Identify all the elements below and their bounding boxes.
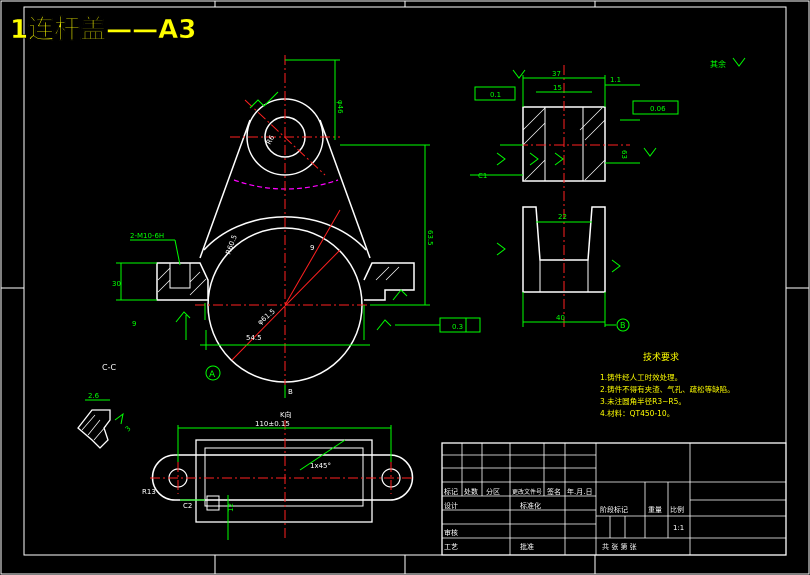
dim-r-w: 9 xyxy=(310,244,314,252)
side-view: B 37 15 1.1 0.06 0.1 22 40 63 C1 其余 xyxy=(470,57,746,332)
bottom-view: K向 110±0.15 1x45° R13 C2 12 xyxy=(142,410,415,540)
dim-cc-26: 2.6 xyxy=(88,392,100,400)
dim-bottom-len: 110±0.15 xyxy=(255,420,290,428)
dim-cc-3: 3 xyxy=(124,425,133,434)
sheet-inner-frame xyxy=(23,6,787,556)
tb-design: 设计 xyxy=(444,501,458,510)
side-dimension-lines xyxy=(470,75,640,327)
side-tolerance-frame-2 xyxy=(632,100,679,115)
dim-r-15: 15 xyxy=(553,84,562,92)
tb-review: 审核 xyxy=(444,528,458,537)
finish-note: 其余 xyxy=(710,59,726,69)
bottom-outline xyxy=(151,454,414,501)
dim-r-22: 22 xyxy=(558,213,567,221)
body-right-edge xyxy=(319,119,371,259)
bottom-centerlines xyxy=(150,420,415,540)
dim-r-0-06: 0.06 xyxy=(650,105,666,113)
datum-a-label: A xyxy=(209,370,216,380)
front-tolerance-frame xyxy=(439,317,481,333)
tb-sheets: 共 张 第 张 xyxy=(602,542,637,551)
tb-stage: 阶段标记 xyxy=(600,505,628,514)
front-dimension-lines xyxy=(116,59,440,398)
bottom-inner-box xyxy=(195,439,373,523)
title-block-frame xyxy=(441,442,787,556)
cc-section: C-C 2.6 3 xyxy=(77,363,133,449)
datum-a-circle xyxy=(205,365,221,381)
tb-date: 年.月.日 xyxy=(567,487,592,496)
datum-b-circle xyxy=(616,318,630,332)
body-left-edge xyxy=(199,119,251,259)
dim-r-37: 37 xyxy=(552,70,561,78)
dim-front-k: B xyxy=(288,388,293,396)
tb-standard: 标准化 xyxy=(520,501,541,510)
side-hatch xyxy=(522,107,606,181)
notes-item-4: 4.材料：QT450-10。 xyxy=(600,408,674,418)
left-flange-hatch xyxy=(157,267,207,296)
side-tolerance-frame-1 xyxy=(474,86,516,101)
tb-approve: 批准 xyxy=(520,542,534,551)
left-flange xyxy=(156,262,209,301)
tb-process: 工艺 xyxy=(444,543,458,551)
cc-hatch xyxy=(81,414,107,441)
dim-side-30: 30 xyxy=(112,280,121,288)
dim-bottom-k: K向 xyxy=(280,410,292,419)
cc-dims xyxy=(85,399,124,425)
title-block-grid xyxy=(442,443,786,555)
dim-d-12: 12 xyxy=(227,503,235,512)
bottom-dimension-lines xyxy=(177,425,392,540)
front-finish-symbols xyxy=(175,91,408,331)
dim-c2: C2 xyxy=(183,502,192,510)
dim-r-bottom: 40 xyxy=(556,314,565,322)
reference-arc xyxy=(233,179,339,190)
dim-bore-left: 54.5 xyxy=(246,334,262,342)
side-centerlines xyxy=(500,65,630,330)
right-flange-hatch xyxy=(375,266,400,281)
tb-scale-value: 1:1 xyxy=(673,524,684,532)
datum-b-label: B xyxy=(620,321,626,330)
tech-notes: 技术要求 1.铸件经人工时效处理。 2.铸件不得有夹渣、气孔、疏松等缺陷。 3.… xyxy=(600,351,735,418)
dim-bottom-r: R13 xyxy=(142,488,156,496)
notes-heading: 技术要求 xyxy=(643,351,679,363)
tb-mark: 标记 xyxy=(444,487,458,496)
front-view: A 30 2-M10-6H 63.5 φ46 R60.5 φ61.5 54.5 … xyxy=(112,55,481,398)
drawing-title: 1连杆盖——A3 xyxy=(10,14,196,45)
r60-dim-line xyxy=(284,209,341,306)
tb-weight: 重量 xyxy=(648,506,662,514)
section-cc-label: C-C xyxy=(102,363,116,372)
body-upper-arc xyxy=(203,216,367,251)
dim-top: φ46 xyxy=(336,100,344,114)
tb-count: 处数 xyxy=(464,487,478,496)
dim-r-0-1: 0.1 xyxy=(490,91,501,99)
dim-side-9: 9 xyxy=(132,320,136,328)
tb-change: 更改文件号 xyxy=(512,488,542,496)
notes-item-2: 2.铸件不得有夹渣、气孔、疏松等缺陷。 xyxy=(600,384,735,394)
notes-item-1: 1.铸件经人工时效处理。 xyxy=(600,372,682,382)
tb-zone: 分区 xyxy=(486,487,500,496)
dim-front-0-3: 0.3 xyxy=(452,323,463,331)
dim-height-total: 63.5 xyxy=(426,230,434,246)
title-block: 标记 处数 分区 更改文件号 签名 年.月.日 设计 标准化 阶段标记 重量 比… xyxy=(441,442,787,556)
dim-c1: C1 xyxy=(478,172,487,180)
dim-hole-callout: 2-M10-6H xyxy=(130,232,164,240)
dim-bottom-1: 1x45° xyxy=(310,462,331,470)
tb-scale-label: 比例 xyxy=(670,505,684,514)
bottom-inner-slot xyxy=(204,447,364,507)
side-finish-symbols xyxy=(496,57,746,273)
tb-sign: 签名 xyxy=(547,487,561,496)
dim-top-r6: R6 xyxy=(265,133,277,146)
dim-r-1-1: 1.1 xyxy=(610,76,621,84)
notes-item-3: 3.未注圆角半径R3~R5。 xyxy=(600,396,686,406)
left-thread-hole xyxy=(169,262,191,289)
right-flange xyxy=(363,262,415,301)
front-centerlines xyxy=(195,55,375,395)
bottom-c-marker xyxy=(206,495,220,511)
dim-r-63: 63 xyxy=(620,150,628,159)
bore-dim-line xyxy=(231,249,341,361)
